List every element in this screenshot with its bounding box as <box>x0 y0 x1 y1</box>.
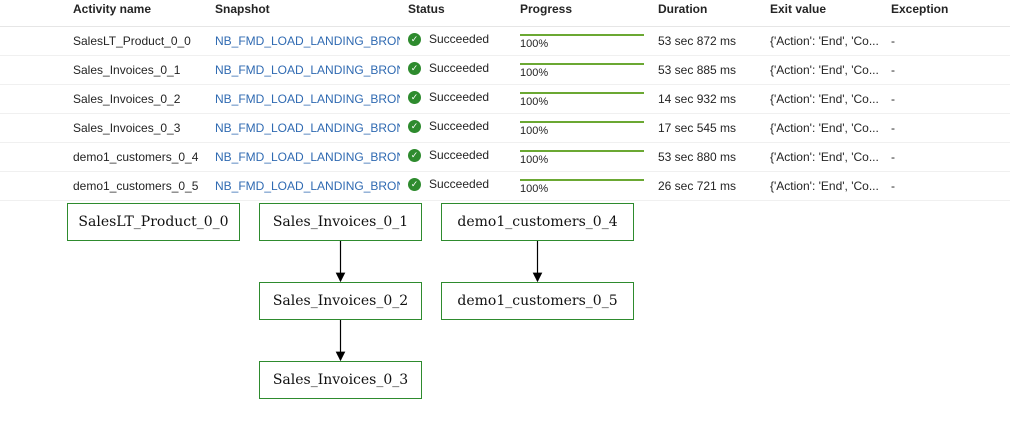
check-circle-icon: ✓ <box>408 178 421 191</box>
progress-label: 100% <box>520 38 549 50</box>
progress-cell: 100% <box>520 171 650 200</box>
progress-label: 100% <box>520 125 549 137</box>
exception: - <box>891 33 895 48</box>
exception: - <box>891 62 895 77</box>
snapshot-link[interactable]: NB_FMD_LOAD_LANDING_BRONZE <box>215 33 400 48</box>
exit-value[interactable]: {'Action': 'End', 'Co... <box>770 149 879 164</box>
status-text: Succeeded <box>429 60 490 75</box>
diagram-node[interactable]: demo1_customers_0_5 <box>441 282 634 320</box>
progress-bar <box>520 34 644 36</box>
progress-cell: 100% <box>520 26 650 55</box>
activity-name: demo1_customers_0_4 <box>73 149 199 164</box>
col-header-status[interactable]: Status <box>408 2 445 16</box>
progress-bar-fill <box>520 179 644 181</box>
diagram-node[interactable]: demo1_customers_0_4 <box>441 203 634 241</box>
status-cell: ✓ Succeeded <box>408 84 513 113</box>
exception: - <box>891 149 895 164</box>
progress-bar <box>520 150 644 152</box>
snapshot-link[interactable]: NB_FMD_LOAD_LANDING_BRONZE <box>215 91 400 106</box>
progress-bar <box>520 179 644 181</box>
check-circle-icon: ✓ <box>408 120 421 133</box>
progress-label: 100% <box>520 96 549 108</box>
col-header-snapshot[interactable]: Snapshot <box>215 2 270 16</box>
progress-cell: 100% <box>520 113 650 142</box>
col-header-exit-value[interactable]: Exit value <box>770 2 827 16</box>
status-cell: ✓ Succeeded <box>408 171 513 200</box>
snapshot-link[interactable]: NB_FMD_LOAD_LANDING_BRONZE <box>215 178 400 193</box>
table-row[interactable]: Sales_Invoices_0_3 NB_FMD_LOAD_LANDING_BR… <box>0 113 1010 143</box>
progress-bar-fill <box>520 34 644 36</box>
col-header-activity-name[interactable]: Activity name <box>73 2 152 16</box>
snapshot-link[interactable]: NB_FMD_LOAD_LANDING_BRONZE <box>215 149 400 164</box>
duration: 53 sec 885 ms <box>658 62 737 77</box>
activity-name: Sales_Invoices_0_1 <box>73 62 181 77</box>
col-header-exception[interactable]: Exception <box>891 2 949 16</box>
exception: - <box>891 178 895 193</box>
table-row[interactable]: Sales_Invoices_0_2 NB_FMD_LOAD_LANDING_BR… <box>0 84 1010 114</box>
check-circle-icon: ✓ <box>408 149 421 162</box>
col-header-progress[interactable]: Progress <box>520 2 573 16</box>
status-text: Succeeded <box>429 147 490 162</box>
exit-value[interactable]: {'Action': 'End', 'Co... <box>770 91 879 106</box>
duration: 26 sec 721 ms <box>658 178 737 193</box>
progress-label: 100% <box>520 154 549 166</box>
snapshot-link[interactable]: NB_FMD_LOAD_LANDING_BRONZE <box>215 120 400 135</box>
activity-name: Sales_Invoices_0_2 <box>73 91 181 106</box>
duration: 14 sec 932 ms <box>658 91 737 106</box>
check-circle-icon: ✓ <box>408 91 421 104</box>
progress-bar-fill <box>520 92 644 94</box>
progress-bar <box>520 63 644 65</box>
duration: 53 sec 872 ms <box>658 33 737 48</box>
progress-bar-fill <box>520 150 644 152</box>
check-circle-icon: ✓ <box>408 33 421 46</box>
progress-cell: 100% <box>520 55 650 84</box>
exit-value[interactable]: {'Action': 'End', 'Co... <box>770 120 879 135</box>
diagram-node[interactable]: Sales_Invoices_0_2 <box>259 282 422 320</box>
status-cell: ✓ Succeeded <box>408 26 513 55</box>
status-text: Succeeded <box>429 118 490 133</box>
progress-cell: 100% <box>520 142 650 171</box>
diagram-node[interactable]: Sales_Invoices_0_3 <box>259 361 422 399</box>
check-circle-icon: ✓ <box>408 62 421 75</box>
exception: - <box>891 120 895 135</box>
activity-name: demo1_customers_0_5 <box>73 178 199 193</box>
progress-bar <box>520 92 644 94</box>
status-text: Succeeded <box>429 31 490 46</box>
progress-bar <box>520 121 644 123</box>
progress-label: 100% <box>520 67 549 79</box>
table-row[interactable]: SalesLT_Product_0_0 NB_FMD_LOAD_LANDING_B… <box>0 26 1010 56</box>
exit-value[interactable]: {'Action': 'End', 'Co... <box>770 178 879 193</box>
duration: 17 sec 545 ms <box>658 120 737 135</box>
table-header: Activity name Snapshot Status Progress D… <box>0 0 1010 27</box>
status-text: Succeeded <box>429 89 490 104</box>
table-row[interactable]: demo1_customers_0_5 NB_FMD_LOAD_LANDING_B… <box>0 171 1010 201</box>
exit-value[interactable]: {'Action': 'End', 'Co... <box>770 33 879 48</box>
exception: - <box>891 91 895 106</box>
activity-name: Sales_Invoices_0_3 <box>73 120 181 135</box>
progress-cell: 100% <box>520 84 650 113</box>
progress-bar-fill <box>520 121 644 123</box>
diagram-node[interactable]: Sales_Invoices_0_1 <box>259 203 422 241</box>
status-cell: ✓ Succeeded <box>408 55 513 84</box>
exit-value[interactable]: {'Action': 'End', 'Co... <box>770 62 879 77</box>
duration: 53 sec 880 ms <box>658 149 737 164</box>
status-text: Succeeded <box>429 176 490 191</box>
col-header-duration[interactable]: Duration <box>658 2 708 16</box>
progress-label: 100% <box>520 183 549 195</box>
status-cell: ✓ Succeeded <box>408 113 513 142</box>
snapshot-link[interactable]: NB_FMD_LOAD_LANDING_BRONZE <box>215 62 400 77</box>
activity-name: SalesLT_Product_0_0 <box>73 33 191 48</box>
diagram-node[interactable]: SalesLT_Product_0_0 <box>67 203 240 241</box>
table-row[interactable]: Sales_Invoices_0_1 NB_FMD_LOAD_LANDING_BR… <box>0 55 1010 85</box>
status-cell: ✓ Succeeded <box>408 142 513 171</box>
progress-bar-fill <box>520 63 644 65</box>
table-row[interactable]: demo1_customers_0_4 NB_FMD_LOAD_LANDING_B… <box>0 142 1010 172</box>
